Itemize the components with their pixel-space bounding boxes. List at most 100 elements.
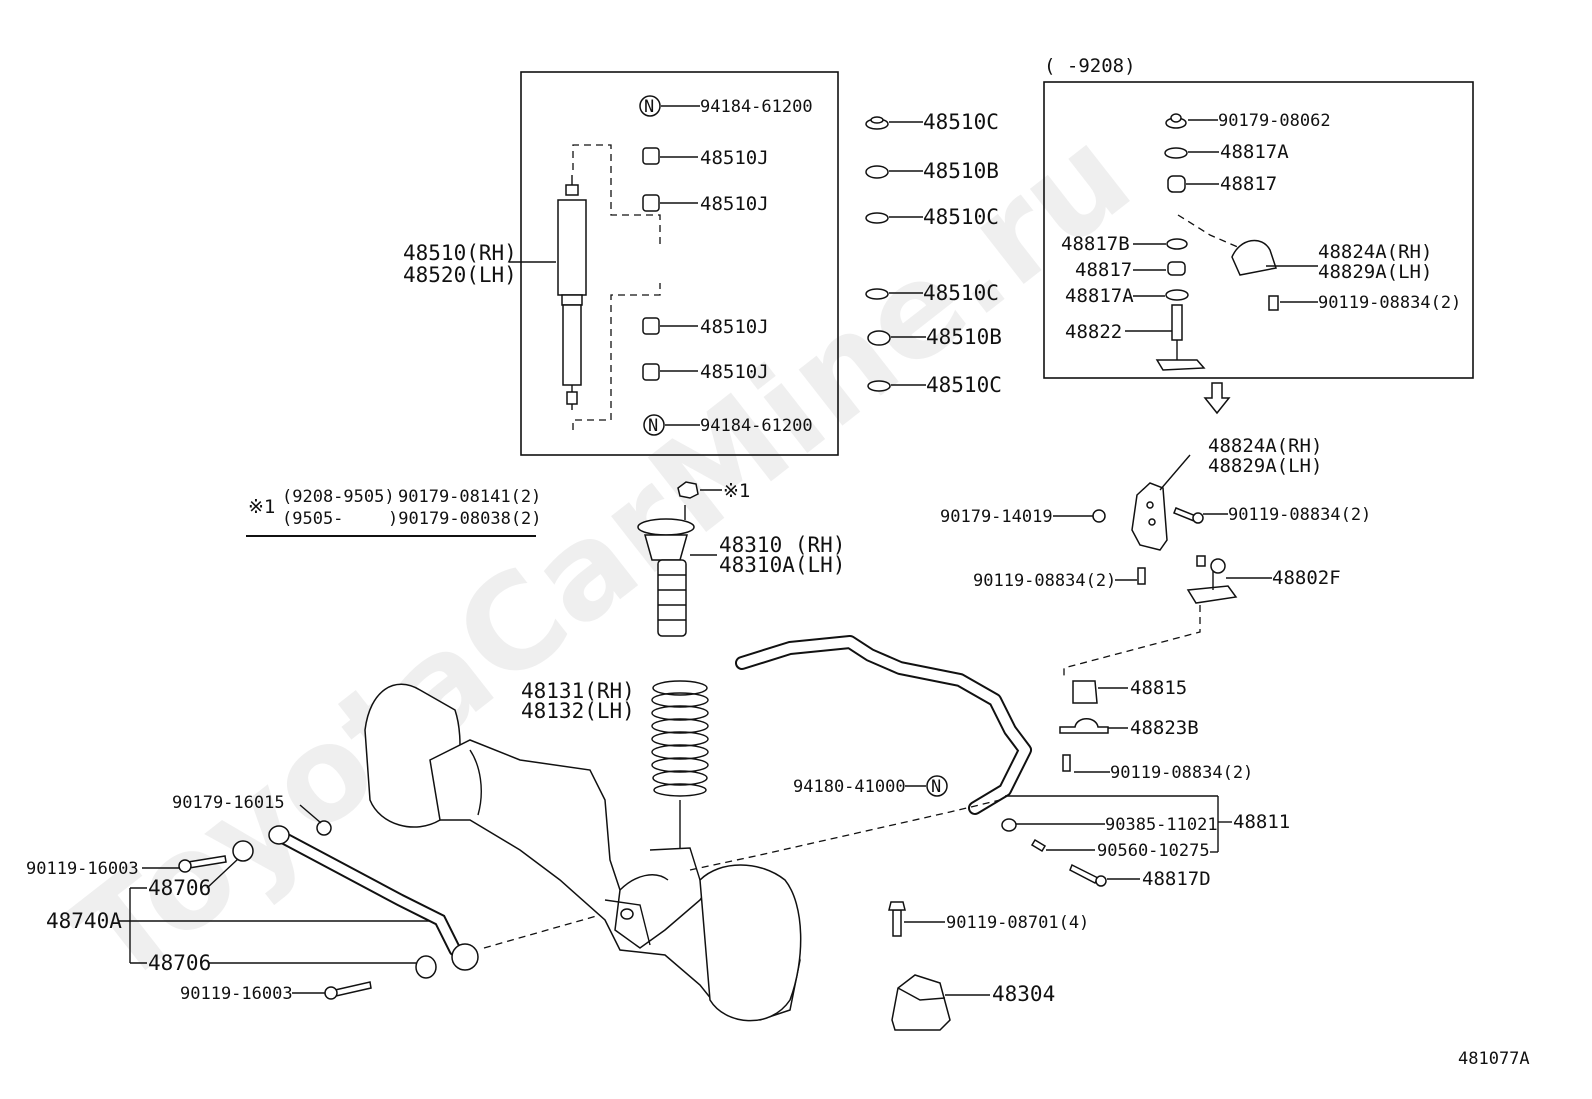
inset-box-title: ( -9208) [1044, 55, 1136, 77]
shock-absorber-icon [557, 175, 587, 410]
note-row2-range: (9505- [282, 509, 343, 529]
bushing-icon [415, 955, 437, 979]
coil-spring-icon [651, 680, 709, 797]
bushing-j4-label: 48510J [700, 361, 769, 383]
spring-seat-icon [637, 505, 695, 637]
bolt-icon [1137, 567, 1146, 585]
cushion-48817a-bottom-label: 48817A [1065, 285, 1134, 307]
bracket-rh-label: 48824A(RH) [1208, 435, 1322, 457]
n-letter-icon: N [644, 97, 654, 117]
bracket-lh-label: 48829A(LH) [1208, 455, 1322, 477]
n-letter-icon: N [931, 777, 941, 797]
nut-icon [677, 481, 699, 499]
bracket-icon [1131, 482, 1168, 551]
nut-90179-16015-label: 90179-16015 [172, 793, 285, 813]
bolt-icon [1062, 754, 1071, 772]
bolt-bracket-label: 90119-08834(2) [1228, 505, 1371, 525]
shock-absorber-group: 48510(RH) 48520(LH) N 94184-61200 48510J… [403, 71, 839, 456]
bush-48706-upper-label: 48706 [148, 876, 211, 900]
n-nut-icon [643, 414, 665, 436]
seat-lh-label: 48310A(LH) [719, 553, 845, 577]
figure-id: 481077A [1458, 1049, 1530, 1069]
link-48822-label: 48822 [1065, 321, 1122, 343]
bushing-90385-label: 90385-11021 [1105, 815, 1218, 835]
cushion-48817-mid-label: 48817 [1075, 259, 1132, 281]
cushion-b1-label: 48510B [923, 159, 999, 183]
bolt-bump-label: 90119-08701(4) [946, 913, 1089, 933]
stabilizer-bar-label: 48811 [1233, 811, 1290, 833]
note-marker: ※1 [248, 496, 275, 518]
bracket-48823b-icon [1059, 718, 1109, 734]
bolt-icon [892, 909, 902, 937]
note-block: ※1 (9208-9505) 90179-08141(2) (9505- )90… [246, 487, 542, 537]
n-nut-icon [639, 95, 661, 117]
spring-rh-label: 48131(RH) [521, 679, 635, 703]
bolt-link-label: 90119-08834(2) [973, 571, 1116, 591]
bump-stopper-label: 48304 [992, 982, 1055, 1006]
cushion-c3-label: 48510C [923, 281, 999, 305]
nut-icon [1092, 509, 1106, 523]
cushion-48817b-label: 48817B [1061, 233, 1130, 255]
bolt-stabilizer-label: 90119-08834(2) [1110, 763, 1253, 783]
cushion-column: 48510C 48510B 48510C 48510C 48510B 48510… [865, 110, 1002, 397]
bolt-upper-label: 90119-16003 [26, 859, 139, 879]
note-row1-part: 90179-08141(2) [398, 487, 541, 507]
shock-rh-label: 48510(RH) [403, 241, 517, 265]
bushing-48815-icon [1072, 680, 1098, 704]
pin-icon [1030, 838, 1047, 853]
bump-stopper-icon [891, 974, 951, 1031]
cushion-48817a-top-label: 48817A [1220, 141, 1289, 163]
bushing-j1-label: 48510J [700, 147, 769, 169]
bushing-icon [1001, 818, 1017, 832]
n-nut-stabilizer-label: 94180-41000 [793, 777, 906, 797]
link-48802f-icon [1186, 585, 1238, 604]
bolt-icon [1069, 863, 1100, 884]
inset-group: ( -9208) 90179-08062 48817A 48817 [1043, 55, 1474, 379]
nut-marker-label: ※1 [723, 480, 750, 502]
bracket-48823b-label: 48823B [1130, 717, 1199, 739]
shock-absorber-box [520, 71, 839, 456]
spring-group: ※1 48310 (RH) 48310A(LH) 48131(RH) [521, 480, 845, 848]
bushing-j2-label: 48510J [700, 193, 769, 215]
bushing-icon [232, 840, 254, 862]
shock-lh-label: 48520(LH) [403, 263, 517, 287]
nut-icon [316, 820, 332, 836]
spring-lh-label: 48132(LH) [521, 699, 635, 723]
bracket-group: 48824A(RH) 48829A(LH) 90179-14019 90119-… [940, 435, 1371, 604]
axle-housing-icon [364, 683, 802, 1022]
n-nut-icon [926, 775, 948, 797]
link-48802f-label: 48802F [1272, 567, 1341, 589]
bracket-rh-inset-label: 48824A(RH) [1318, 241, 1432, 263]
cushion-b2-label: 48510B [926, 325, 1002, 349]
lateral-rod-group: 90179-16015 90119-16003 48706 48740A 487… [26, 793, 479, 1004]
bolt-icon [334, 981, 372, 997]
bump-stopper-group: 90119-08701(4) 48304 [888, 901, 1089, 1031]
bolt-lower-label: 90119-16003 [180, 984, 293, 1004]
cushion-48817-top-label: 48817 [1220, 173, 1277, 195]
bolt-48817d-label: 48817D [1142, 868, 1211, 890]
pin-90560-label: 90560-10275 [1097, 841, 1210, 861]
cushion-c1-label: 48510C [923, 110, 999, 134]
n-nut-top-label: 94184-61200 [700, 97, 813, 117]
bushing-j3-label: 48510J [700, 316, 769, 338]
bushing-48815-label: 48815 [1130, 677, 1187, 699]
stabilizer-group: 48815 48823B 90119-08834(2) N 94180-4100… [735, 635, 1290, 890]
n-letter-icon: N [648, 416, 658, 436]
bracket-lh-inset-label: 48829A(LH) [1318, 261, 1432, 283]
lateral-rod-label: 48740A [46, 909, 122, 933]
cushion-c2-label: 48510C [923, 205, 999, 229]
inset-box [1043, 81, 1474, 379]
cushion-c4-label: 48510C [926, 373, 1002, 397]
arrow-down-icon [1203, 382, 1231, 415]
bushing-icon [642, 147, 660, 381]
cushion-icon [865, 116, 891, 392]
bush-48706-lower-label: 48706 [148, 951, 211, 975]
bolt-inset-label: 90119-08834(2) [1318, 293, 1461, 313]
nut-90179-08062-label: 90179-08062 [1218, 111, 1331, 131]
seat-rh-label: 48310 (RH) [719, 533, 845, 557]
n-nut-bottom-label: 94184-61200 [700, 416, 813, 436]
note-row1-range: (9208-9505) [282, 487, 395, 507]
note-row2-part: )90179-08038(2) [388, 509, 542, 529]
nut-90179-14019-label: 90179-14019 [940, 507, 1053, 527]
